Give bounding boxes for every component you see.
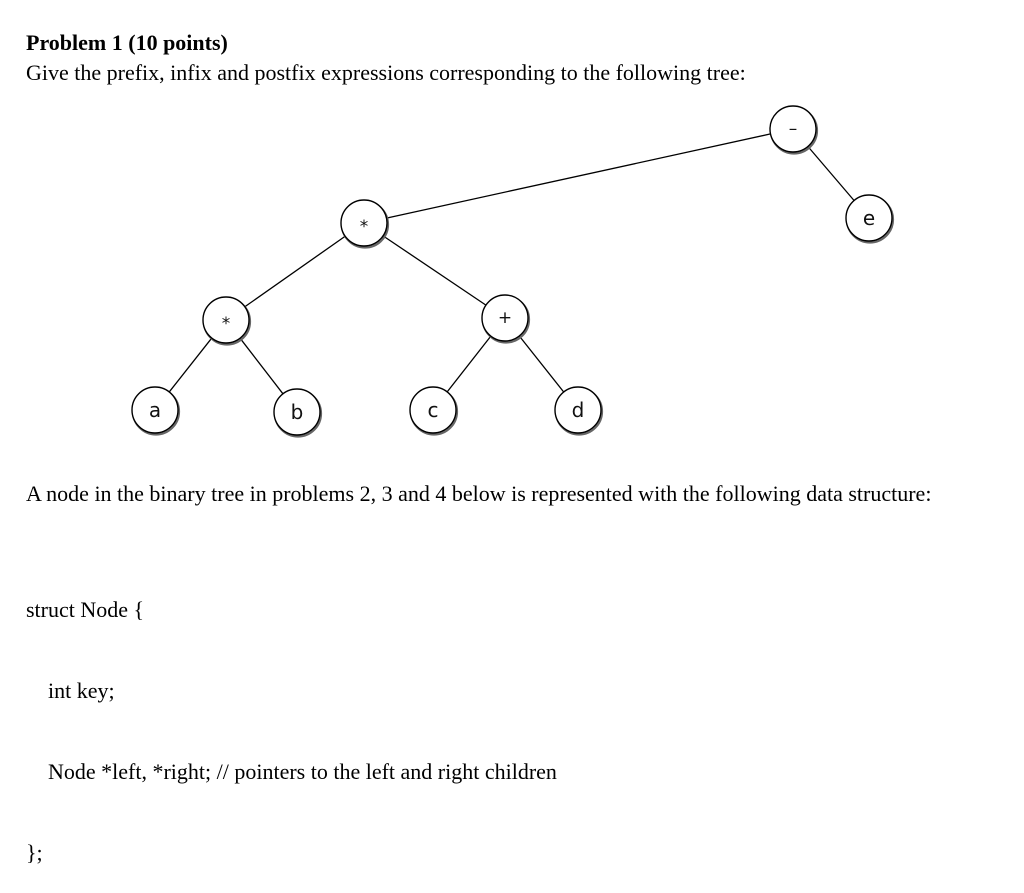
node-label: b [291,400,304,424]
node-label: * [222,314,231,334]
node-label: – [789,119,798,139]
tree-node-a: a [131,386,181,436]
tree-nodes: – * e * + a b c d [131,105,895,438]
code-line-3: Node *left, *right; // pointers to the l… [48,759,557,784]
tree-node-d: d [554,386,604,436]
tree-node-b: b [273,388,323,438]
node-label: e [863,206,875,230]
node-circle [131,386,179,434]
tree-node-root: – [769,105,819,155]
node-circle [409,386,457,434]
expression-tree: – * e * + a b c d [131,105,895,438]
code-line-1: struct Node { [26,597,145,622]
tree-node-mul-left: * [202,296,252,346]
tree-node-e: e [845,194,895,244]
tree-edge-mul-left-b [239,337,284,395]
node-circle [845,194,893,242]
tree-node-mul-top: * [340,199,390,249]
tree-edges [168,133,855,395]
tree-edge-mul-top-plus [382,235,487,306]
tree-edge-plus-c [446,335,492,393]
code-line-4: }; [26,840,43,865]
tree-edge-root-e [807,146,855,201]
tree-edge-root-mul-top [386,133,771,219]
tree-node-plus: + [481,294,531,344]
tree-node-c: c [409,386,459,436]
node-circle [769,105,817,153]
node-label: * [360,217,369,237]
node-circle [481,294,529,342]
problem-title: Problem 1 (10 points) [26,30,228,55]
node-description: A node in the binary tree in problems 2,… [26,481,932,506]
node-circle [554,386,602,434]
node-label: d [572,398,585,422]
problem-prompt: Give the prefix, infix and postfix expre… [26,60,746,85]
tree-edge-mul-left-a [168,337,213,393]
code-block: struct Node { int key; Node *left, *righ… [26,542,557,893]
node-label: + [498,308,512,328]
node-circle [340,199,388,247]
tree-edge-mul-top-mul-left [244,235,346,308]
tree-edge-plus-d [518,335,565,393]
node-label: a [149,398,161,422]
code-line-2: int key; [48,678,115,703]
node-circle [273,388,321,436]
node-circle [202,296,250,344]
node-label: c [428,398,439,422]
